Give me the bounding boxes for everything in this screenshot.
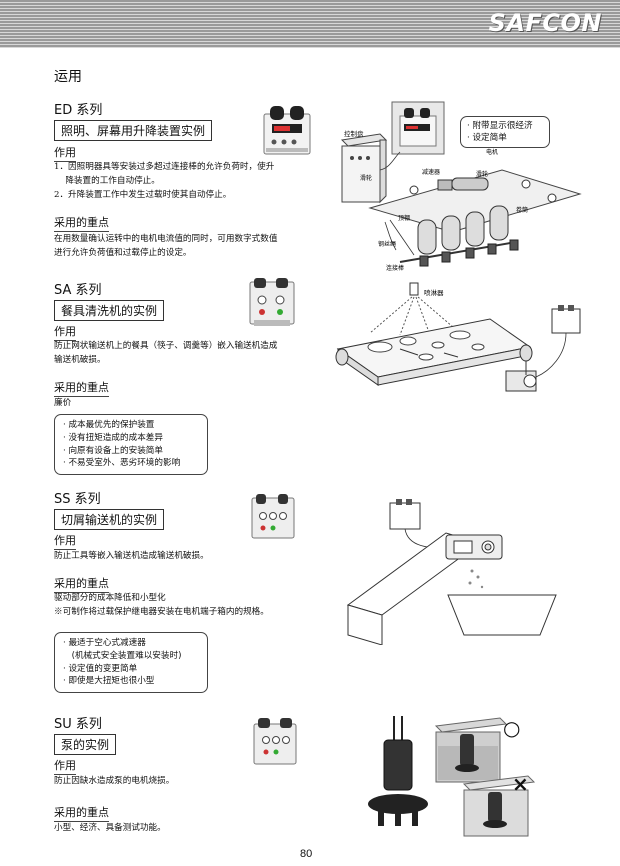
ed-example-title: 照明、屏幕用升降装置实例: [54, 120, 213, 141]
sa-example-title: 餐具清洗机的实例: [54, 300, 165, 321]
su-usage-text: 防止因缺水造成泵的电机烧损。: [54, 774, 174, 788]
ss-example-title: 切屑输送机的实例: [54, 509, 165, 530]
su-usage-line: 防止因缺水造成泵的电机烧损。: [54, 776, 175, 786]
ss-feature-box: · 最适于空心式减速器 (机械式安全装置难以安装时) · 设定值的变更简单 · …: [54, 632, 208, 694]
ed-series-title: ED 系列: [54, 103, 103, 118]
sa-conveyor-diagram: 喷淋器: [335, 282, 581, 392]
su-key-text: 小型、经济、具备测试功能。: [54, 821, 166, 835]
ed-key-heading: 采用的重点: [54, 214, 109, 232]
ed-callout-line: · 设定简单: [467, 133, 507, 143]
sprayer-label: 喷淋器: [424, 288, 444, 297]
pulley1-label: 滑轮: [360, 174, 372, 182]
page-number: 80: [300, 848, 313, 860]
pump-body: [383, 739, 413, 791]
motor-label: 电机: [486, 148, 498, 156]
safcon-logo: SAFCON: [488, 9, 602, 37]
ss-chip-conveyor-diagram: [346, 499, 557, 645]
sa-series-title: SA 系列: [54, 283, 102, 298]
top-plate-label: 顶棚: [398, 214, 410, 222]
ss-key-heading: 采用的重点: [54, 575, 109, 593]
ss-feature-line: · 设定值的变更简单: [63, 663, 138, 674]
ed-callout-line: · 附带显示很经济: [467, 121, 533, 131]
ss-feature-line: · 最适于空心式减速器: [63, 638, 146, 648]
ed-usage-text: 1．因照明器具等安装过多超过连接棒的允许负荷时，使升 降装置的工作自动停止。 2…: [54, 160, 274, 202]
su-key-line: 小型、经济、具备测试功能。: [54, 823, 166, 833]
ss-series-title: SS 系列: [54, 492, 101, 507]
ed-callout-box: · 附带显示很经济 · 设定简单: [460, 116, 550, 148]
su-relay-image: [253, 718, 297, 765]
control-panel-label: 控制盘: [344, 129, 364, 138]
ss-usage-text: 防止工具等嵌入输送机造成输送机破损。: [54, 549, 209, 563]
ss-usage-heading: 作用: [54, 532, 76, 550]
su-example-title: 泵的实例: [54, 734, 117, 755]
ok-mark: ○: [503, 716, 521, 740]
sa-usage-line: 输送机破损。: [54, 355, 106, 365]
ss-key-line: ※可制作将过载保护继电器安装在电机端子箱内的规格。: [54, 607, 269, 617]
connector-label: 连接棒: [386, 264, 404, 272]
page-header-band: SAFCON: [0, 0, 620, 48]
ss-usage-line: 防止工具等嵌入输送机造成输送机破损。: [54, 551, 209, 561]
control-panel-box: [341, 145, 381, 203]
ss-relay-image: [251, 494, 295, 539]
ss-feature-line: · 即使是大扭矩也很小型: [63, 676, 155, 687]
ss-key-line: 驱动部分的成本降低和小型化: [54, 593, 166, 603]
wire-label: 钢丝绳: [378, 240, 396, 248]
roller-label: 卷筒: [516, 206, 528, 214]
sa-feature-line: · 没有扭矩造成的成本差异: [63, 432, 163, 443]
ed-usage-line: 1．因照明器具等安装过多超过连接棒的允许负荷时，使升: [54, 162, 275, 172]
su-series-title: SU 系列: [54, 717, 102, 732]
sa-feature-line: · 向原有设备上的安装简单: [63, 445, 163, 456]
sa-key-text: 廉价: [54, 396, 71, 410]
sa-relay-image: [249, 278, 295, 326]
sa-feature-line: · 成本最优先的保护装置: [63, 420, 155, 430]
ed-usage-heading: 作用: [54, 144, 76, 162]
su-pump-diagram: [368, 716, 536, 837]
ss-feature-line: (机械式安全装置难以安装时): [63, 650, 182, 661]
ed-usage-line: 降装置的工作自动停止。: [54, 176, 160, 186]
sa-feature-box: · 成本最优先的保护装置 · 没有扭矩造成的成本差异 · 向原有设备上的安装简单…: [54, 414, 208, 476]
sa-feature-line: · 不易受室外、恶劣环境的影响: [63, 458, 181, 469]
sa-usage-text: 防止网状输送机上的餐具（筷子、调羹等）嵌入输送机造成 输送机破损。: [54, 339, 277, 367]
sa-key-line: 廉价: [54, 398, 72, 408]
ng-mark: ×: [512, 772, 529, 796]
ed-key-text: 在用数量确认运转中的电机电流值的同时，可用数字式数值 进行允许负荷值和过载停止的…: [54, 232, 277, 260]
pulley2-label: 滑轮: [476, 170, 488, 178]
sa-key-heading: 采用的重点: [54, 379, 109, 397]
ed-usage-line: 2．升降装置工作中发生过载时使其自动停止。: [54, 190, 232, 200]
ed-key-line: 在用数量确认运转中的电机电流值的同时，可用数字式数值: [54, 234, 278, 244]
su-key-heading: 采用的重点: [54, 804, 109, 822]
ss-key-text: 驱动部分的成本降低和小型化 ※可制作将过载保护继电器安装在电机端子箱内的规格。: [54, 591, 269, 619]
motor-shape: [451, 177, 489, 191]
ed-lift-diagram: 控制盘 滑轮 减速器 电机 滑轮 卷筒 顶棚 钢丝绳 连接棒: [340, 101, 582, 272]
ed-key-line: 进行允许负荷值和过载停止的设定。: [54, 248, 192, 258]
reducer-label: 减速器: [422, 168, 440, 176]
page-title: 运用: [54, 69, 82, 85]
ed-relay-image: [263, 106, 311, 155]
sa-usage-heading: 作用: [54, 323, 76, 341]
sa-usage-line: 防止网状输送机上的餐具（筷子、调羹等）嵌入输送机造成: [54, 341, 278, 351]
su-usage-heading: 作用: [54, 757, 76, 775]
